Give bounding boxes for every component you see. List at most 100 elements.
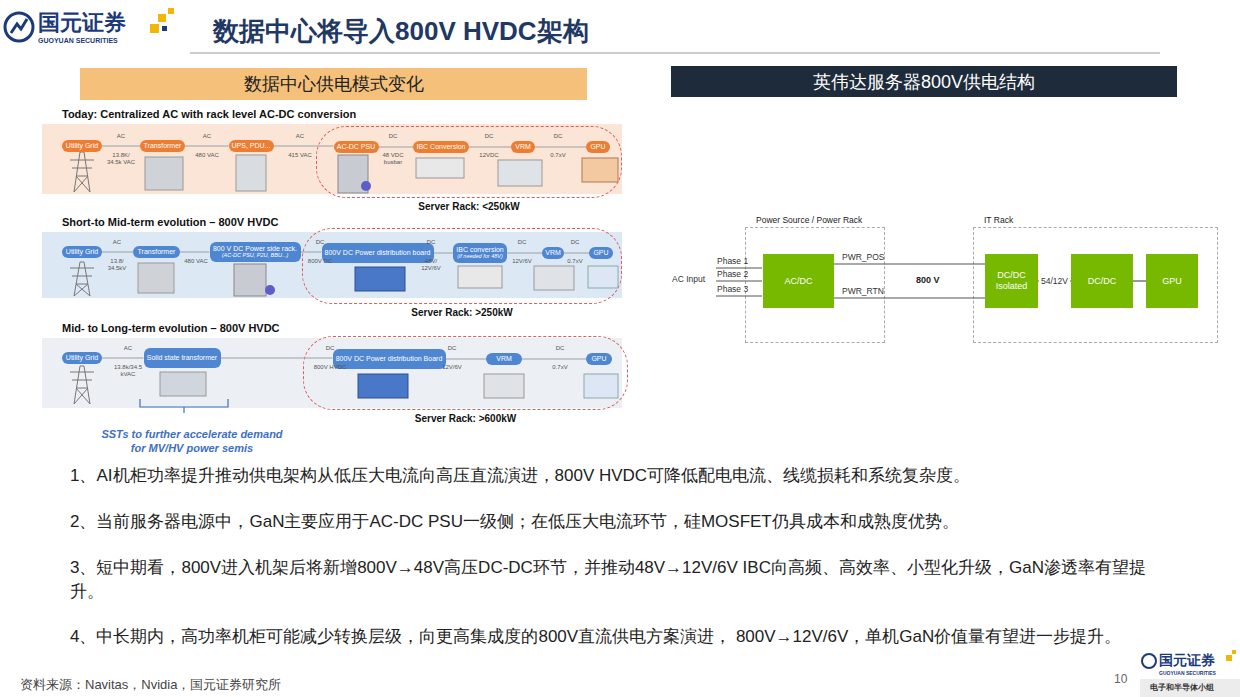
node-label: 数据中心供电模式变化	[244, 72, 424, 96]
voltage-label: AC	[197, 133, 217, 140]
grid-tower	[70, 366, 94, 404]
stage-pill: VRM	[486, 353, 522, 365]
logo-subtext: GUOYUAN SECURITIES	[1159, 670, 1216, 676]
node-label: AC/DC	[784, 276, 812, 287]
connector	[1133, 280, 1146, 281]
converter-box: DC/DC	[1071, 254, 1133, 308]
node-label: Mid- to Long-term evolution – 800V HVDC	[62, 322, 280, 334]
footer-bar	[1140, 679, 1240, 697]
voltage-label: AC	[118, 345, 138, 352]
node-label: GPU	[593, 249, 608, 256]
connector	[469, 147, 511, 148]
connector	[834, 297, 985, 298]
body-paragraph: 3、短中期看，800V进入机架后将新增800V→48V高压DC-DC环节，并推动…	[70, 556, 1160, 604]
voltage-label: AC	[107, 239, 127, 246]
voltage-label: 12VDC	[474, 152, 504, 159]
node-label: IBC Conversion	[416, 143, 465, 150]
logo-square	[162, 26, 167, 31]
connector	[522, 359, 586, 360]
logo-ring	[5, 13, 33, 41]
logo-square	[158, 14, 166, 22]
signal-label: Phase 3	[717, 284, 748, 294]
connector	[507, 253, 542, 254]
voltage-label: 48V/ 12V/6V	[420, 258, 442, 271]
connector	[221, 358, 333, 359]
logo-ring	[1142, 654, 1156, 668]
voltage-label: 800V DC	[305, 258, 335, 265]
psu-badge	[361, 181, 371, 191]
stage-pill: GPU	[586, 141, 610, 153]
voltage-label: 0.7xV	[543, 152, 573, 159]
distribution-board-picture	[355, 267, 405, 291]
node-label: 800V DC Power distribution board	[325, 249, 431, 256]
rack-region: Power Source / Power RackAC/DC	[745, 227, 885, 343]
voltage-label: AC	[111, 133, 131, 140]
grid-tower	[70, 262, 94, 296]
node-label: Server Rack: >250kW	[303, 307, 621, 318]
team-name: 电子和半导体小组	[1150, 682, 1214, 693]
transformer-picture	[145, 157, 183, 190]
header-rule	[190, 52, 1160, 54]
edge-label: 54/12V	[1039, 277, 1070, 286]
connector	[564, 253, 589, 254]
ibc-module-picture	[416, 158, 464, 178]
rack-badge	[265, 285, 275, 295]
connector	[446, 359, 487, 360]
signal-label: Phase 2	[717, 269, 748, 279]
node-label: 800V DC Power distribution Board	[336, 355, 443, 362]
connector	[301, 252, 322, 253]
converter-box: DC/DC Isolated	[985, 254, 1038, 308]
node-label: GPU	[591, 355, 606, 362]
transformer-picture	[138, 263, 174, 293]
node-label: 800 V DC Power side rack.	[213, 245, 297, 252]
voltage-label: DC	[442, 345, 462, 352]
node-label: IBC conversion	[456, 246, 503, 253]
node-label: IT Rack	[984, 215, 1013, 225]
node-label: Transformer	[144, 142, 182, 149]
connector	[434, 253, 454, 254]
section-banner: 英伟达服务器800V供电结构	[671, 66, 1177, 97]
voltage-label: DC	[479, 133, 499, 140]
voltage-label: AC	[290, 133, 310, 140]
connector	[102, 252, 133, 253]
node-label: Utility Grid	[66, 354, 98, 361]
converter-box: AC/DC	[763, 254, 834, 308]
node-sublabel: (AC-DC PSU, P2U, BBU...)	[222, 253, 289, 259]
callout-note: SSTs to further accelerate demand for MV…	[95, 427, 290, 456]
voltage-label: DC	[421, 239, 441, 246]
voltage-label: 415 VAC	[285, 152, 315, 159]
stage-pill: 800 V DC Power side rack.(AC-DC PSU, P2U…	[210, 242, 301, 262]
stage-pill: Utility Grid	[62, 140, 102, 152]
connector	[274, 146, 334, 147]
vrm-board-picture	[498, 160, 542, 186]
voltage-label: 0.7xV	[545, 364, 575, 371]
stage-pill: Transformer	[140, 140, 185, 152]
node-label: 英伟达服务器800V供电结构	[813, 70, 1035, 94]
voltage-label: DC	[310, 239, 330, 246]
stage-pill: Solid state transformer	[144, 348, 221, 368]
source-note: 资料来源：Navitas，Nvidia，国元证券研究所	[20, 676, 281, 694]
node-label: VRM	[515, 143, 531, 150]
node-label: Short-to Mid-term evolution – 800V HVDC	[62, 216, 278, 228]
node-label: Utility Grid	[66, 248, 98, 255]
node-label: DC/DC	[1088, 276, 1117, 287]
stage-pill: 800V DC Power distribution Board	[333, 349, 446, 369]
node-label: DC/DC Isolated	[987, 270, 1036, 292]
edge-label: PWR_POS	[842, 253, 885, 262]
stage-pill: IBC conversion(if needed for 48V)	[453, 243, 507, 263]
signal-label: Phase 1	[717, 256, 748, 266]
voltage-label: 12V/6V	[437, 364, 467, 371]
voltage-label: 800 V	[916, 275, 940, 285]
connector	[102, 146, 140, 147]
phase-wire	[716, 296, 762, 297]
body-paragraph: 4、中长期内，高功率机柜可能减少转换层级，向更高集成度的800V直流供电方案演进…	[70, 625, 1160, 649]
node-label: Solid state transformer	[147, 354, 217, 361]
voltage-label: 0.7xV	[563, 258, 587, 265]
stage-pill: VRM	[511, 141, 535, 153]
body-paragraph: 1、AI机柜功率提升推动供电架构从低压大电流向高压直流演进，800V HVDC可…	[70, 464, 1160, 488]
node-label: Power Source / Power Rack	[756, 215, 862, 225]
signal-label: AC Input	[672, 274, 705, 284]
node-label: GPU	[590, 143, 605, 150]
grid-tower	[70, 152, 94, 192]
